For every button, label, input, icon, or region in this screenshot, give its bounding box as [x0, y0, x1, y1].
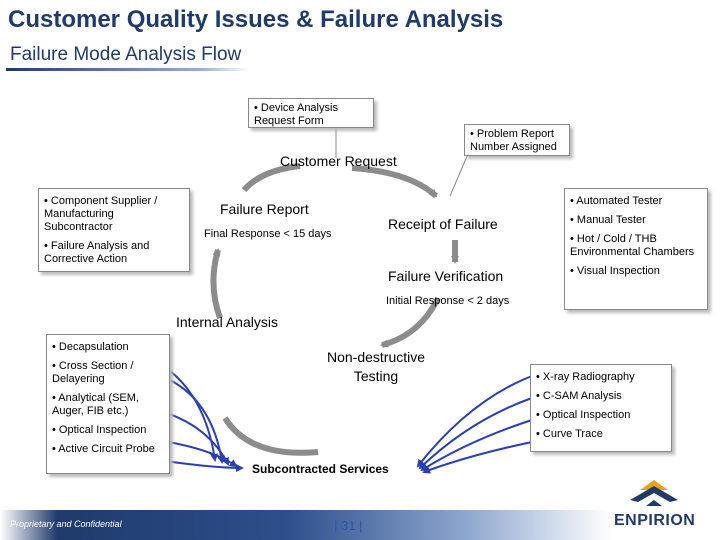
external-arrows [416, 375, 533, 474]
arrow-verification-to-nondestructive [380, 296, 441, 348]
internal-method-item: • Active Circuit Probe [52, 443, 155, 455]
receipt-of-failure-label: Receipt of Failure [388, 216, 498, 232]
nondestructive-label-line-2: Testing [353, 368, 399, 384]
internal-analysis-label: Internal Analysis [176, 314, 278, 330]
arrow-subcontract-to-internal [222, 416, 319, 456]
tester-item: • Manual Tester [570, 214, 646, 226]
tester-item: • Automated Tester [570, 195, 663, 207]
external-methods-box: • X-ray Radiography • C-SAM Analysis • O… [530, 364, 672, 452]
failure-verification-label: Failure Verification [388, 268, 504, 284]
arrow-internal-up [210, 248, 223, 320]
external-method-item: • C-SAM Analysis [536, 390, 622, 402]
page-title: Customer Quality Issues & Failure Analys… [8, 6, 504, 33]
company-logo-text: ENPIRION [614, 512, 696, 529]
supplier-box: • Component Supplier / Manufacturing Sub… [38, 188, 190, 272]
internal-method-item: • Analytical (SEM, Auger, FIB etc.) [52, 392, 139, 417]
problem-report-box: • Problem Report Number Assigned [464, 124, 570, 156]
device-request-line-1: • Device Analysis [254, 102, 338, 114]
problem-report-line-1: • Problem Report [470, 128, 554, 140]
problem-report-line-2: Number Assigned [470, 141, 557, 153]
title-underline [6, 68, 250, 71]
page-subtitle: Failure Mode Analysis Flow [10, 44, 242, 65]
subcontracted-services-label: Subcontracted Services [252, 462, 389, 476]
customer-request-label: Customer Request [280, 153, 397, 169]
internal-method-item: • Cross Section / Delayering [52, 360, 134, 385]
internal-method-item: • Optical Inspection [52, 424, 147, 436]
supplier-item: • Component Supplier / Manufacturing Sub… [44, 195, 158, 233]
confidential-notice: Proprietary and Confidential [10, 519, 122, 529]
connector-problem-report [449, 153, 469, 197]
external-method-item: • X-ray Radiography [536, 371, 635, 383]
testers-box: • Automated Tester • Manual Tester • Hot… [564, 188, 708, 310]
internal-method-item: • Decapsulation [52, 341, 129, 353]
failure-report-label: Failure Report [220, 201, 309, 217]
initial-response-label: Initial Response < 2 days [386, 295, 510, 307]
arrow-report-to-request [241, 163, 301, 193]
nondestructive-label-line-1: Non-destructive [326, 349, 426, 365]
arrow-request-to-receipt [351, 165, 439, 199]
page-number: | 31 | [334, 518, 363, 533]
cycle-arrows [210, 163, 441, 456]
final-response-label: Final Response < 15 days [204, 228, 332, 240]
tester-item: • Visual Inspection [570, 265, 660, 277]
supplier-item: • Failure Analysis and Corrective Action [44, 240, 150, 265]
tester-item: • Hot / Cold / THB Environmental Chamber… [570, 233, 695, 258]
device-request-line-2: Request Form [254, 115, 324, 127]
external-method-item: • Optical Inspection [536, 409, 631, 421]
device-request-box: • Device Analysis Request Form [248, 98, 374, 128]
internal-methods-box: • Decapsulation • Cross Section / Delaye… [46, 334, 170, 474]
external-method-item: • Curve Trace [536, 428, 603, 440]
footer-bar [0, 510, 720, 540]
